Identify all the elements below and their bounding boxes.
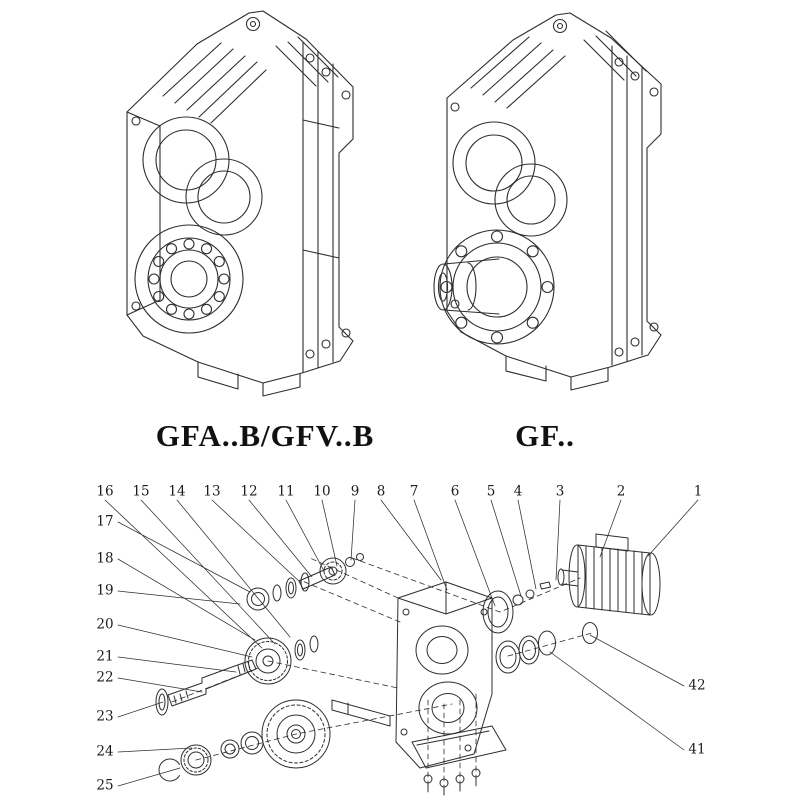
part-number: 14 bbox=[168, 483, 186, 500]
part-number: 7 bbox=[409, 483, 419, 500]
motor-mount-parts bbox=[482, 581, 551, 634]
motor-drawing bbox=[557, 533, 661, 616]
part-number: 22 bbox=[96, 669, 114, 686]
seal-ring-parts bbox=[495, 622, 598, 674]
part-number: 12 bbox=[240, 483, 258, 500]
part-number: 21 bbox=[96, 648, 114, 665]
part-number: 25 bbox=[96, 777, 114, 794]
part-number: 2 bbox=[616, 483, 626, 500]
gear-housing-drawing bbox=[395, 581, 493, 769]
gearbox-gfab-gfvb-drawing bbox=[126, 10, 354, 397]
part-number: 9 bbox=[350, 483, 360, 500]
part-number: 20 bbox=[96, 616, 114, 633]
part-number: 4 bbox=[513, 483, 523, 500]
leader-lines bbox=[104, 499, 699, 787]
part-number: 42 bbox=[688, 677, 706, 694]
input-pinion-parts bbox=[246, 553, 364, 611]
part-number: 5 bbox=[486, 483, 496, 500]
model-label-gfab-gfvb: GFA..B/GFV..B bbox=[155, 418, 375, 453]
part-number: 1 bbox=[693, 483, 703, 500]
part-number: 13 bbox=[203, 483, 221, 500]
gearbox-gf-drawing bbox=[433, 12, 662, 391]
part-number: 3 bbox=[555, 483, 565, 500]
part-number: 19 bbox=[96, 582, 114, 599]
cover-plate-and-bolts bbox=[411, 725, 507, 796]
part-number: 8 bbox=[376, 483, 386, 500]
input-shaft-parts bbox=[155, 659, 257, 716]
bearing-rollers bbox=[148, 238, 230, 320]
flange-bolt-holes bbox=[440, 230, 554, 344]
part-number: 11 bbox=[277, 483, 295, 500]
intermediate-gear-parts bbox=[244, 635, 319, 685]
exploded-parts-drawing bbox=[104, 499, 699, 796]
part-number: 16 bbox=[96, 483, 114, 500]
part-number: 10 bbox=[313, 483, 331, 500]
part-number: 23 bbox=[96, 708, 114, 725]
part-number: 6 bbox=[450, 483, 460, 500]
output-gear-parts bbox=[158, 699, 391, 782]
assembly-axis-lines bbox=[171, 557, 593, 795]
part-number: 15 bbox=[132, 483, 150, 500]
part-number: 41 bbox=[688, 741, 706, 758]
model-label-gf: GF.. bbox=[515, 418, 575, 453]
part-number: 17 bbox=[96, 513, 114, 530]
part-number: 18 bbox=[96, 550, 114, 567]
part-number: 24 bbox=[96, 743, 114, 760]
